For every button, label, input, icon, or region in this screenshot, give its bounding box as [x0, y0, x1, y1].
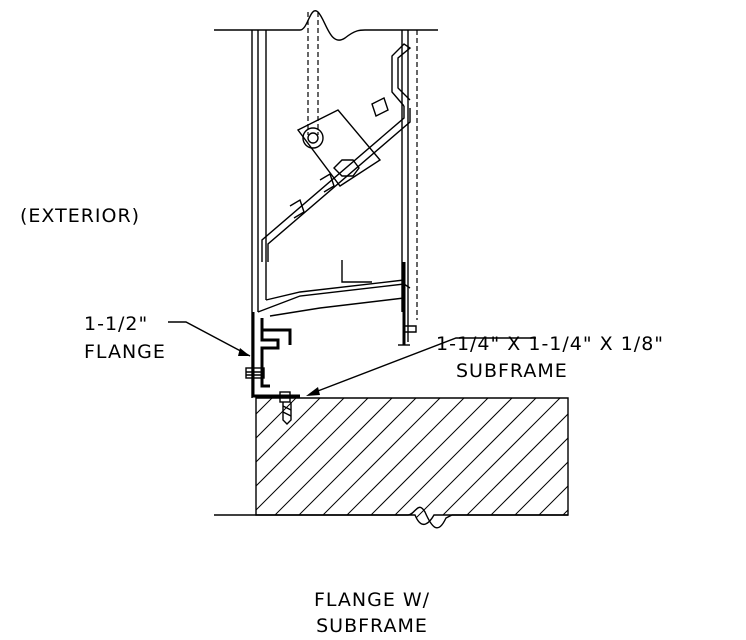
- hatch-line: [256, 398, 353, 525]
- flange-size-label: 1-1/2": [84, 313, 148, 335]
- bottom-break-line: [214, 506, 568, 529]
- hatch-line: [259, 398, 401, 525]
- hatch-line: [355, 398, 497, 525]
- hatch-line: [331, 398, 473, 525]
- hatch-line: [256, 398, 305, 525]
- flange-subframe: [245, 312, 300, 425]
- clip-bracket: [296, 109, 382, 187]
- detail-title-line2: SUBFRAME: [316, 615, 428, 637]
- subframe-size-label: 1-1/4" X 1-1/4" X 1/8": [436, 333, 664, 355]
- detail-title-line1: FLANGE W/: [314, 589, 430, 611]
- leader-lines: [168, 321, 536, 396]
- hatch-line: [451, 398, 568, 525]
- hatch-line: [427, 398, 568, 525]
- hatch-line: [307, 398, 449, 525]
- top-break-line: [214, 10, 438, 41]
- hatch-line: [547, 398, 568, 525]
- louver-blade: [261, 43, 412, 262]
- subframe-label: SUBFRAME: [456, 360, 568, 382]
- hatch-line: [256, 398, 329, 525]
- hatch-line: [283, 398, 425, 525]
- hatch-line: [256, 398, 257, 525]
- hatch-line: [499, 398, 568, 525]
- flange-label: FLANGE: [84, 341, 166, 363]
- sill-extrusion: [257, 260, 417, 346]
- hatch-line: [523, 398, 568, 525]
- exterior-label: (EXTERIOR): [20, 205, 140, 227]
- hatch-line: [256, 398, 281, 525]
- anchor-rod: [307, 12, 319, 135]
- hatch-line: [572, 390, 712, 530]
- hatch-line: [256, 398, 377, 525]
- hatch-line: [403, 398, 545, 525]
- hatch-line: [475, 398, 568, 525]
- hatch-line: [379, 398, 521, 525]
- concrete-slab: [255, 390, 712, 530]
